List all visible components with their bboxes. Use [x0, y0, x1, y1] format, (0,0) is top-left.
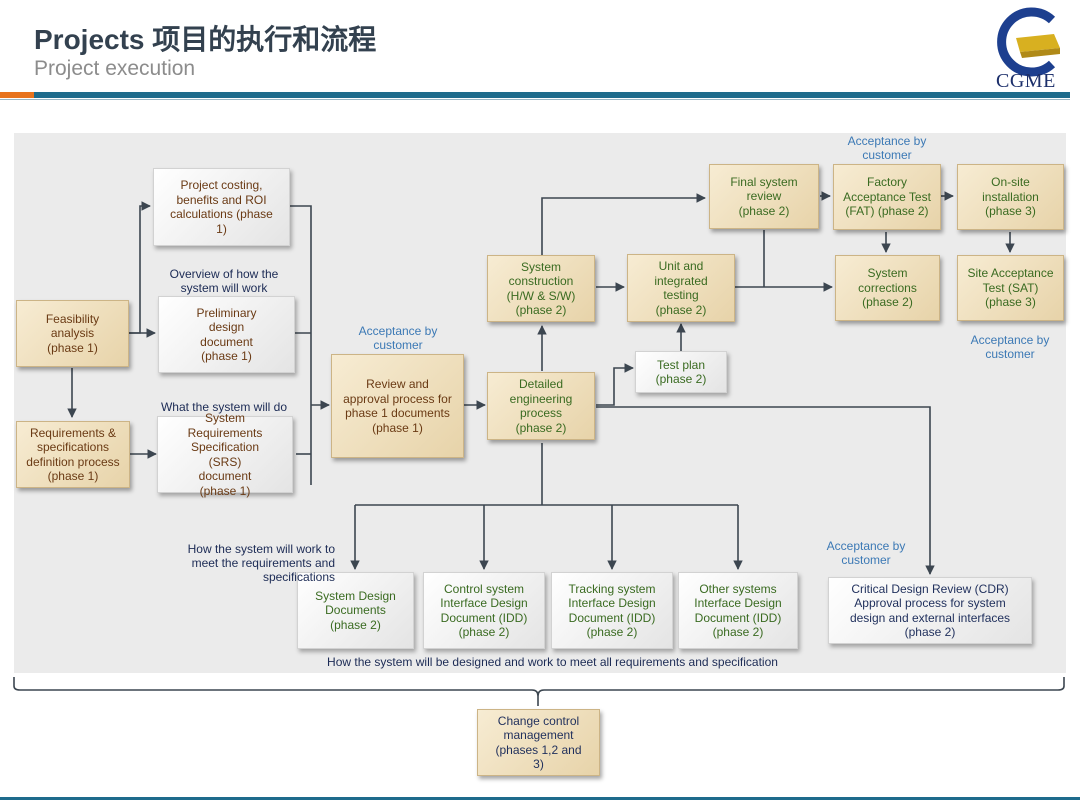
tracking-system-idd-box: Tracking system Interface Design Documen… [551, 572, 673, 649]
page-title: Projects 项目的执行和流程 [34, 24, 377, 55]
cgme-logo-icon [997, 7, 1060, 77]
footer-divider-bar [0, 797, 1080, 800]
detailed-engineering-box: Detailed engineering process (phase 2) [487, 372, 595, 440]
system-design-documents-box: System Design Documents (phase 2) [297, 572, 414, 649]
header-divider-line [0, 99, 1070, 100]
acceptance-review-note: Acceptance by customer [358, 324, 438, 352]
onsite-installation-box: On-site installation (phase 3) [957, 164, 1064, 230]
system-corrections-box: System corrections (phase 2) [835, 255, 940, 321]
page-subtitle: Project execution [34, 57, 196, 80]
cdr-box: Critical Design Review (CDR) Approval pr… [828, 577, 1032, 644]
system-construction-box: System construction (H/W & S/W) (phase 2… [487, 255, 595, 322]
other-systems-idd-box: Other systems Interface Design Document … [678, 572, 798, 649]
final-system-review-box: Final system review (phase 2) [709, 164, 819, 229]
how-requirements-note: How the system will work to meet the req… [187, 542, 335, 584]
review-approval-box: Review and approval process for phase 1 … [331, 354, 464, 458]
control-system-idd-box: Control system Interface Design Document… [423, 572, 545, 649]
acceptance-cdr-note: Acceptance by customer [826, 539, 906, 567]
how-designed-note: How the system will be designed and work… [327, 655, 778, 669]
header-divider-bar [34, 92, 1070, 98]
header-accent-bar [0, 92, 34, 98]
requirements-definition-box: Requirements & specifications definition… [16, 421, 130, 488]
unit-testing-box: Unit and integrated testing (phase 2) [627, 254, 735, 322]
feasibility-analysis-box: Feasibility analysis (phase 1) [16, 300, 129, 367]
change-control-box: Change control management (phases 1,2 an… [477, 709, 600, 776]
what-system-does-note: What the system will do [160, 400, 288, 414]
acceptance-sat-note: Acceptance by customer [970, 333, 1050, 361]
preliminary-design-box: Preliminary design document (phase 1) [158, 296, 295, 373]
acceptance-fat-note: Acceptance by customer [847, 134, 927, 162]
sat-box: Site Acceptance Test (SAT) (phase 3) [957, 255, 1064, 321]
test-plan-box: Test plan (phase 2) [635, 351, 727, 393]
logo-text: CGME [996, 70, 1056, 92]
srs-document-box: System Requirements Specification (SRS) … [157, 411, 293, 498]
overview-note: Overview of how the system will work [169, 267, 279, 295]
fat-box: Factory Acceptance Test (FAT) (phase 2) [833, 164, 941, 230]
project-costing-box: Project costing, benefits and ROI calcul… [153, 168, 290, 246]
